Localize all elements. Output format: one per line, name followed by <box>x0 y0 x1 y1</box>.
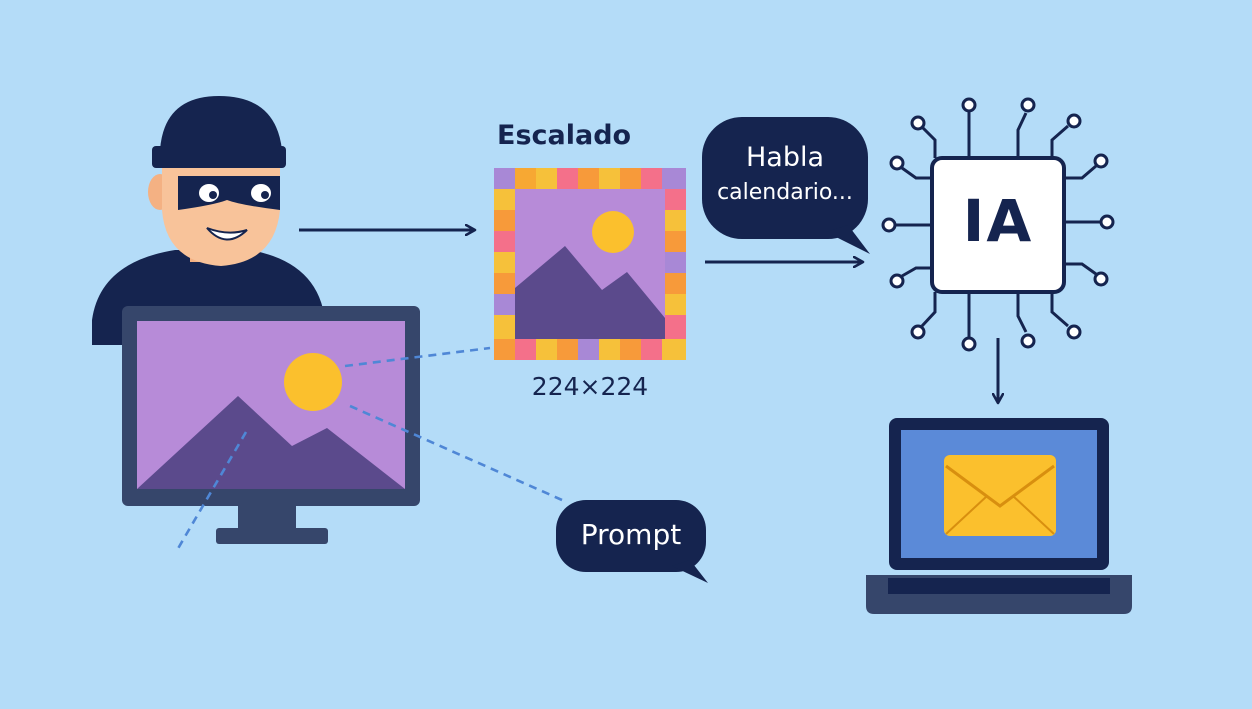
dashed-line-to-prompt <box>349 404 563 502</box>
scaled-title: Escalado <box>497 120 632 151</box>
speech-bubble-prompt <box>556 500 708 583</box>
bubble-top-line2: calendario... <box>717 180 853 205</box>
dashed-connectors <box>174 346 563 553</box>
dashed-line-down <box>174 431 248 553</box>
monitor-icon <box>122 306 420 544</box>
speech-bubble-top <box>702 117 870 254</box>
dashed-line-to-scaled <box>344 346 491 368</box>
chip-label: IA <box>962 187 1034 255</box>
pixelated-image-icon <box>494 168 686 360</box>
chip-icon <box>881 97 1115 352</box>
envelope-icon <box>944 455 1056 536</box>
bubble-prompt: Prompt <box>580 518 682 551</box>
scaled-size-label: 224×224 <box>531 372 649 401</box>
bubble-top-line1: Habla <box>745 142 825 173</box>
